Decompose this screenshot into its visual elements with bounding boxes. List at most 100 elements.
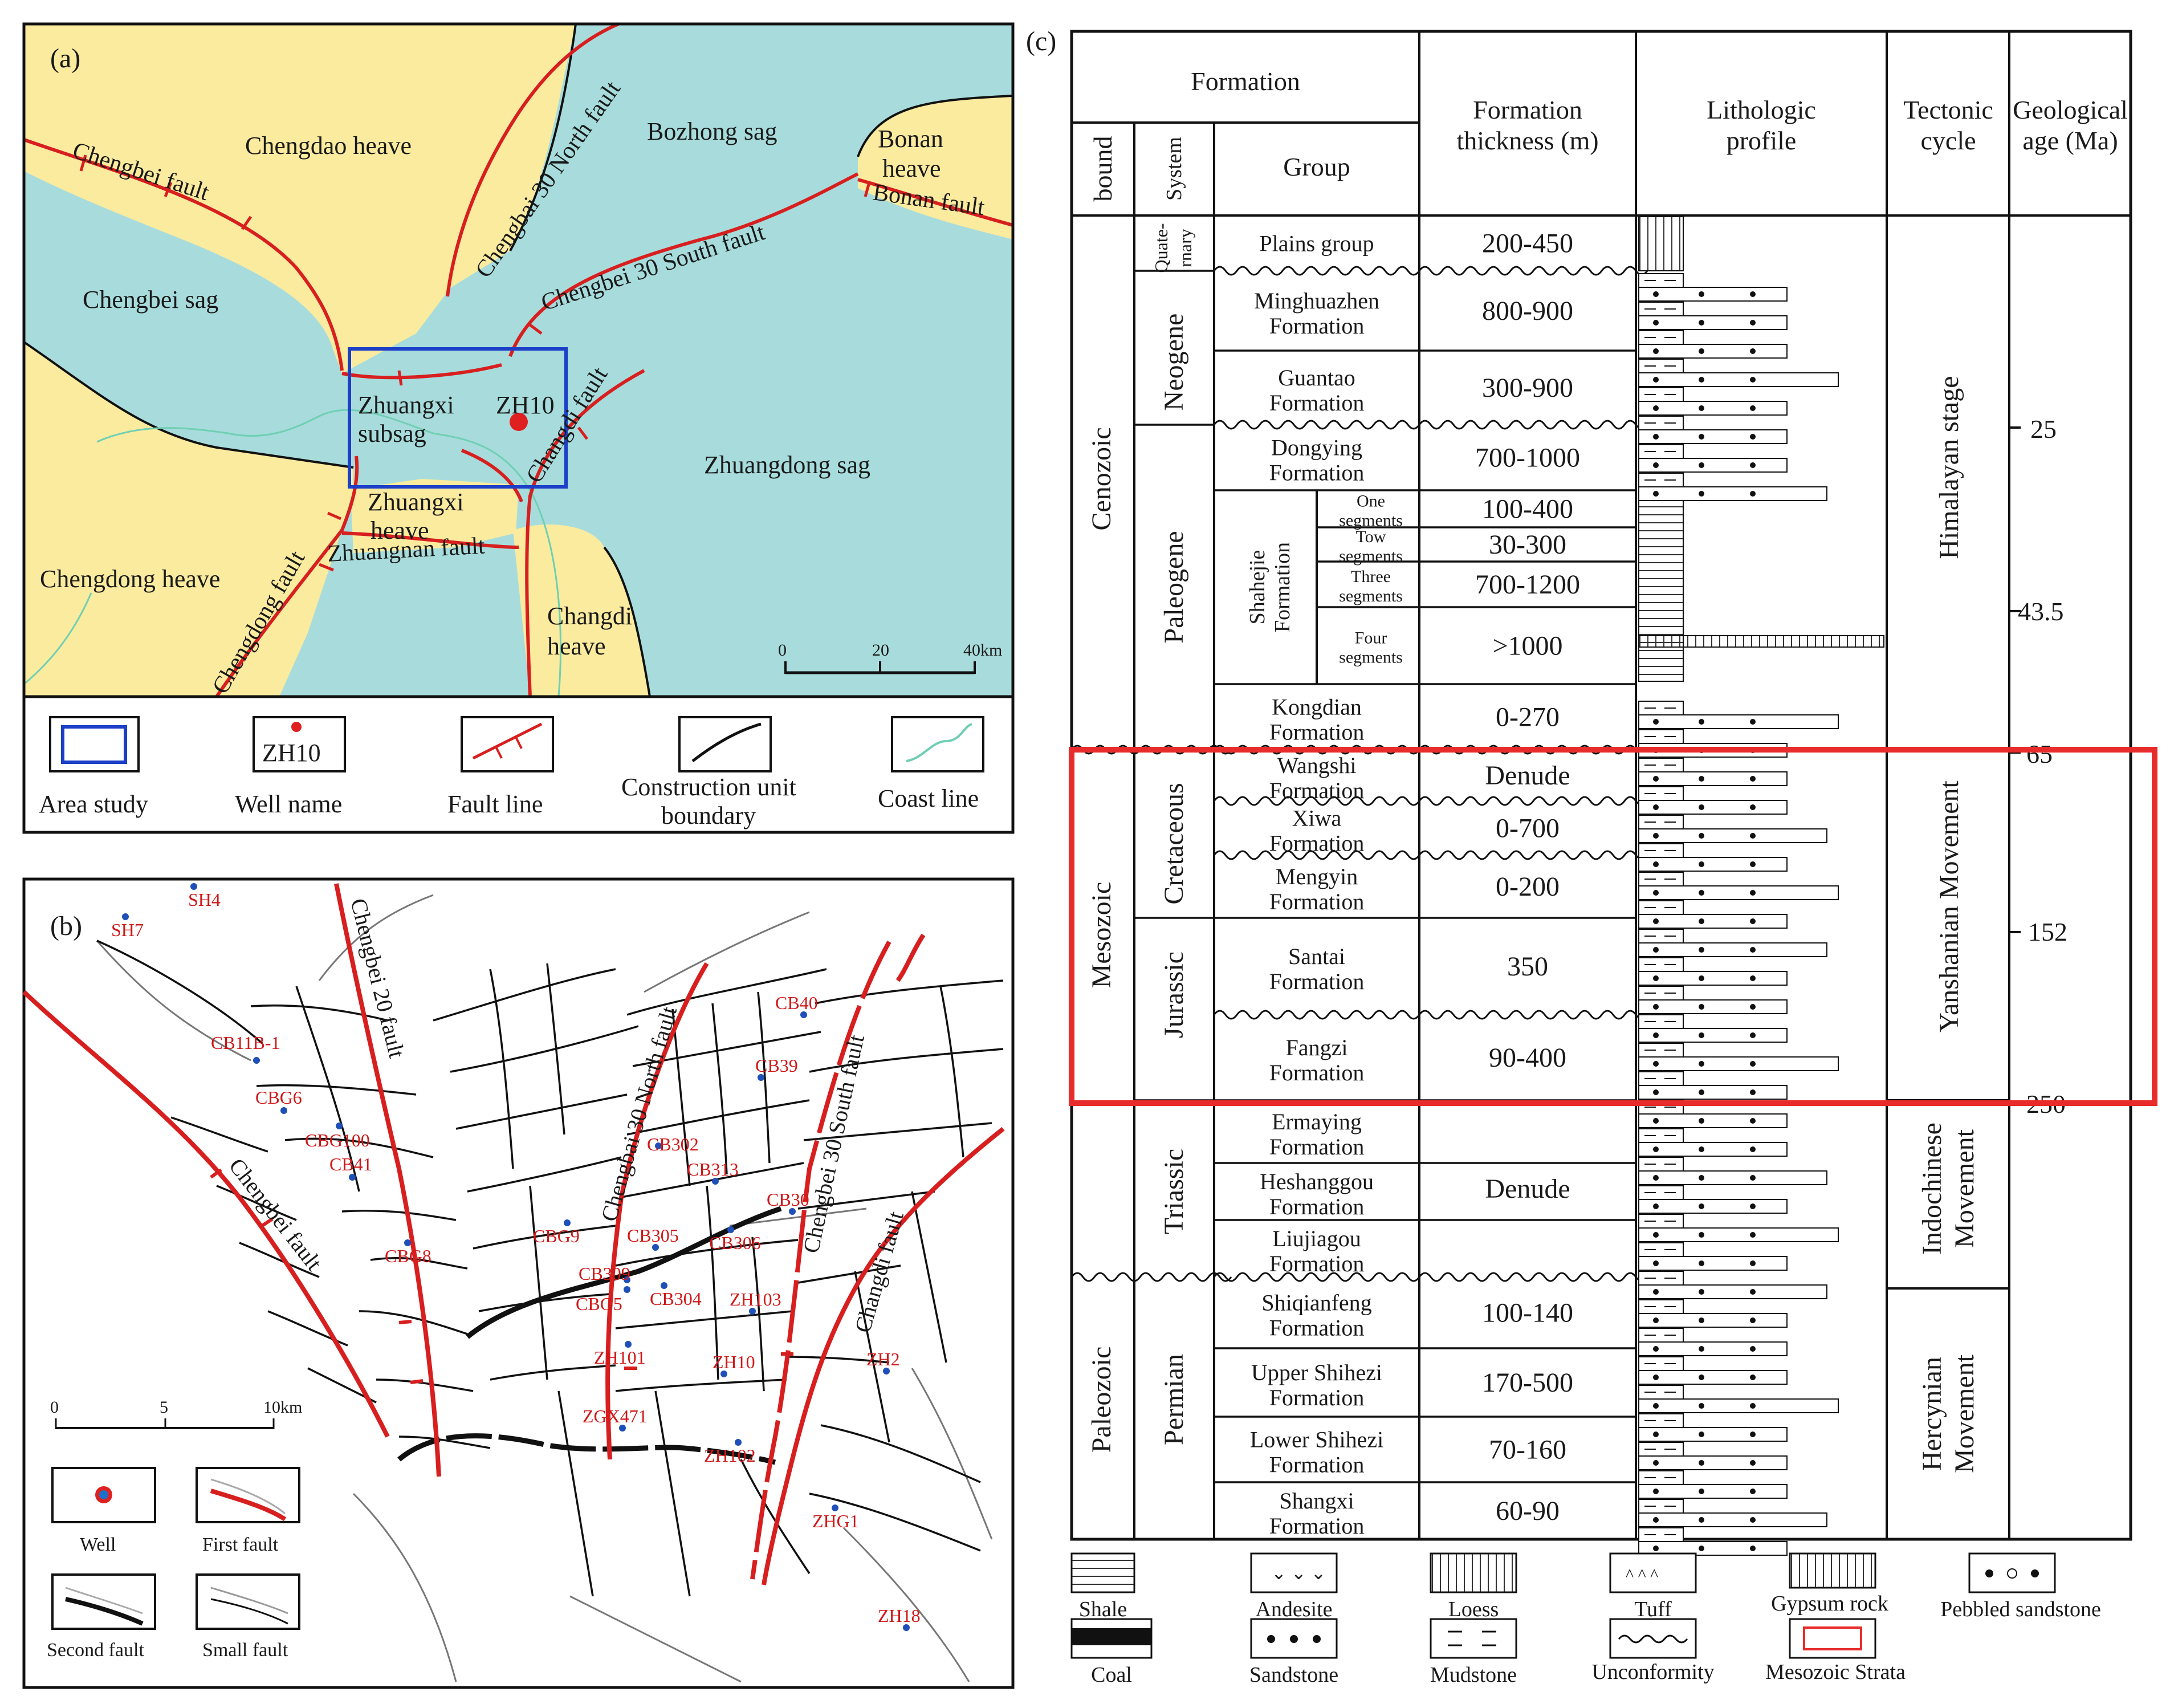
well-dot-zgx471 <box>619 1425 626 1432</box>
well-dot-cbg8 <box>404 1239 411 1246</box>
inner-fault-line <box>461 449 523 503</box>
small-fault-line <box>569 1595 742 1683</box>
row-4-thickness: 100-400 <box>1482 494 1573 524</box>
south30-fault-line <box>508 172 859 357</box>
svg-text:⌄ ⌄ ⌄: ⌄ ⌄ ⌄ <box>1271 1563 1326 1583</box>
well-dot-cbg100 <box>336 1123 343 1129</box>
changdi-fault-b <box>762 1127 1005 1585</box>
scale-a-tick-0: 0 <box>778 641 787 660</box>
row-11-name-1: Mengyin <box>1276 864 1358 889</box>
block-line <box>529 1185 548 1380</box>
tect-hercynian-1: Hercynian <box>1917 1357 1947 1471</box>
block-line <box>490 1364 616 1381</box>
small-fault-line <box>352 1493 457 1682</box>
tect-indochinese-2: Movement <box>1949 1129 1980 1248</box>
age-25: 25 <box>2030 414 2057 444</box>
well-label-cb11b-1: CB11B-1 <box>211 1032 280 1053</box>
scale-b-tick-10: 10km <box>263 1398 302 1417</box>
block-line <box>284 1137 434 1158</box>
small-fault-line <box>96 940 251 1062</box>
block-line <box>815 979 1004 1005</box>
well-zh10-dot <box>510 413 528 431</box>
zh10-label: ZH10 <box>496 391 555 419</box>
legend-coal-label: Coal <box>1091 1663 1132 1687</box>
hdr-litho-2: profile <box>1727 126 1797 155</box>
block-line <box>489 969 514 1169</box>
panel-a-legend: Area study ZH10 Well name Fault line Con… <box>22 695 1015 834</box>
row-7-name-1: Four <box>1355 629 1387 648</box>
bozhong-sag-label: Bozhong sag <box>647 117 777 145</box>
well-dot-zh10 <box>720 1371 727 1377</box>
sandstone-bed <box>1638 1085 1788 1100</box>
row-5-name-2: segments <box>1339 547 1403 566</box>
small-fault-line <box>318 894 434 981</box>
block-line <box>170 1116 268 1153</box>
block-line <box>911 1191 947 1363</box>
changdi-heave-label-2: heave <box>547 632 606 660</box>
legend-fault-swatch <box>472 722 543 760</box>
well-label-sh4: SH4 <box>188 889 221 910</box>
legend-b-small-label: Small fault <box>202 1640 288 1661</box>
unconformity-line <box>1213 1010 1648 1020</box>
row-5-thickness: 30-300 <box>1489 530 1566 560</box>
block-line <box>797 1264 901 1284</box>
well-label-zh102: ZH102 <box>704 1445 756 1466</box>
row-4-name-1: One <box>1357 492 1385 511</box>
zhuangnan-fault-line <box>341 531 519 549</box>
tect-yanshanian: Yanshanian Movement <box>1934 780 1964 1032</box>
bonan-heave-label-1: Bonan <box>878 125 943 153</box>
block-boundaries <box>96 940 1004 1597</box>
tect-himalayan: Himalayan stage <box>1934 376 1964 559</box>
legend-mudstone-swatch <box>1430 1618 1517 1659</box>
sys-cretaceous: Cretaceous <box>1159 783 1189 904</box>
svg-text:^ ^ ^: ^ ^ ^ <box>1626 1565 1658 1584</box>
hdr-system: System <box>1162 137 1186 201</box>
well-dot-sh7 <box>122 913 129 920</box>
age-43-5: 43.5 <box>2018 597 2064 626</box>
well-label-cbg100: CBG100 <box>305 1130 370 1150</box>
well-label-zh2: ZH2 <box>866 1349 900 1369</box>
row-16-name-1: Liujiagou <box>1272 1226 1361 1251</box>
block-line <box>450 1025 639 1073</box>
sandstone-bed <box>1638 429 1788 444</box>
hdr-bound: bound <box>1088 136 1117 202</box>
well-dot-zh103 <box>749 1308 756 1315</box>
legend-mudstone-label: Mudstone <box>1430 1663 1517 1687</box>
well-label-cb304: CB304 <box>650 1288 702 1309</box>
gypsum-bed <box>1638 635 1884 648</box>
well-label-cbg6: CBG6 <box>255 1087 302 1108</box>
well-dot-cb304 <box>661 1282 667 1289</box>
legend-unconformity-label: Unconformity <box>1591 1660 1714 1684</box>
row-17-thickness: 100-140 <box>1482 1298 1573 1328</box>
scale-a-tick-40: 40km <box>963 641 1002 660</box>
changdi-heave-label-1: Changdi <box>547 602 632 630</box>
block-line <box>803 1122 992 1141</box>
row-8-name-2: Formation <box>1269 719 1365 745</box>
boundary-line <box>603 546 651 697</box>
row-14-name-1: Ermaying <box>1272 1109 1362 1134</box>
bonan-fault-line <box>857 178 1013 227</box>
row-20-thickness: 60-90 <box>1496 1496 1560 1526</box>
sys-quaternary-2: rnary <box>1175 229 1195 267</box>
chengdao-heave-label: Chengdao heave <box>245 132 412 160</box>
sandstone-bed <box>1638 1056 1839 1071</box>
block-line <box>939 986 964 1158</box>
hdr-group: Group <box>1283 152 1350 181</box>
block-line <box>250 1004 388 1022</box>
fault-ticks <box>79 154 871 572</box>
legend-tuff-swatch <box>1609 1552 1697 1593</box>
legend-shale-label: Shale <box>1079 1597 1127 1621</box>
boundary-line <box>857 95 1013 157</box>
lithologic-profile <box>1638 216 1884 1556</box>
row-3-thickness: 700-1000 <box>1475 443 1580 473</box>
row-2-name-1: Guantao <box>1278 365 1355 391</box>
legend-mesozoic-swatch <box>1803 1626 1862 1650</box>
row-19-name-2: Formation <box>1269 1452 1365 1478</box>
row-17-name-2: Formation <box>1269 1315 1365 1341</box>
well-dot-cbg5 <box>624 1286 630 1293</box>
row-1-name-1: Minghuazhen <box>1254 288 1379 314</box>
mudstone-bed <box>1638 330 1684 345</box>
coast-line-path <box>96 409 561 697</box>
well-dot-cb39 <box>758 1074 764 1081</box>
